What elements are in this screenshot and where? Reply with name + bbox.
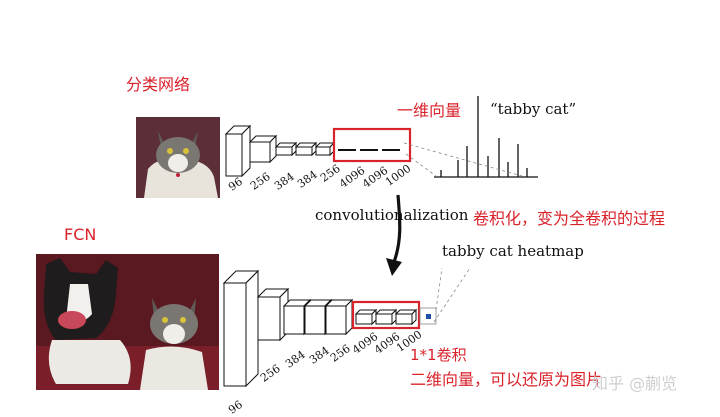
top-fc-highlight-box <box>332 127 412 163</box>
dog-cat-photo-bottom <box>36 254 219 390</box>
top-layer-96 <box>224 124 252 178</box>
top-layer-384b <box>294 141 318 157</box>
bottom-conv-1000 <box>394 308 418 326</box>
tabby-cat-label: “tabby cat” <box>490 100 577 118</box>
conv-process-label: 卷积化，变为全卷积的过程 <box>473 209 666 228</box>
top-layer-256b <box>314 141 336 157</box>
bottom-layer-256b <box>324 298 354 336</box>
heatmap-label: tabby cat heatmap <box>442 242 584 260</box>
one-by-one-conv-label: 1*1卷积 <box>410 346 467 364</box>
fcn-label: FCN <box>64 225 97 244</box>
cat-photo-top <box>136 117 220 198</box>
convolutionalization-arrow <box>386 194 402 276</box>
bottom-conv-highlight-box <box>351 300 421 330</box>
top-output-bars <box>434 96 538 178</box>
bottom-layer-256 <box>256 287 290 342</box>
top-layer-256 <box>248 134 278 164</box>
bottom-layer-96 <box>222 269 260 388</box>
bottom-conv-4096a <box>354 308 378 326</box>
top-layer-384a <box>274 141 298 157</box>
convolutionalization-label: convolutionalization <box>315 206 469 224</box>
two-dim-vector-label: 二维向量，可以还原为图片 <box>410 370 603 389</box>
bottom-conv-4096b <box>374 308 398 326</box>
one-dim-vector-label: 一维向量 <box>397 101 462 120</box>
heatmap-output <box>419 307 437 325</box>
watermark: 知乎 @蒯览 <box>592 374 678 393</box>
classification-net-label: 分类网络 <box>126 75 191 94</box>
